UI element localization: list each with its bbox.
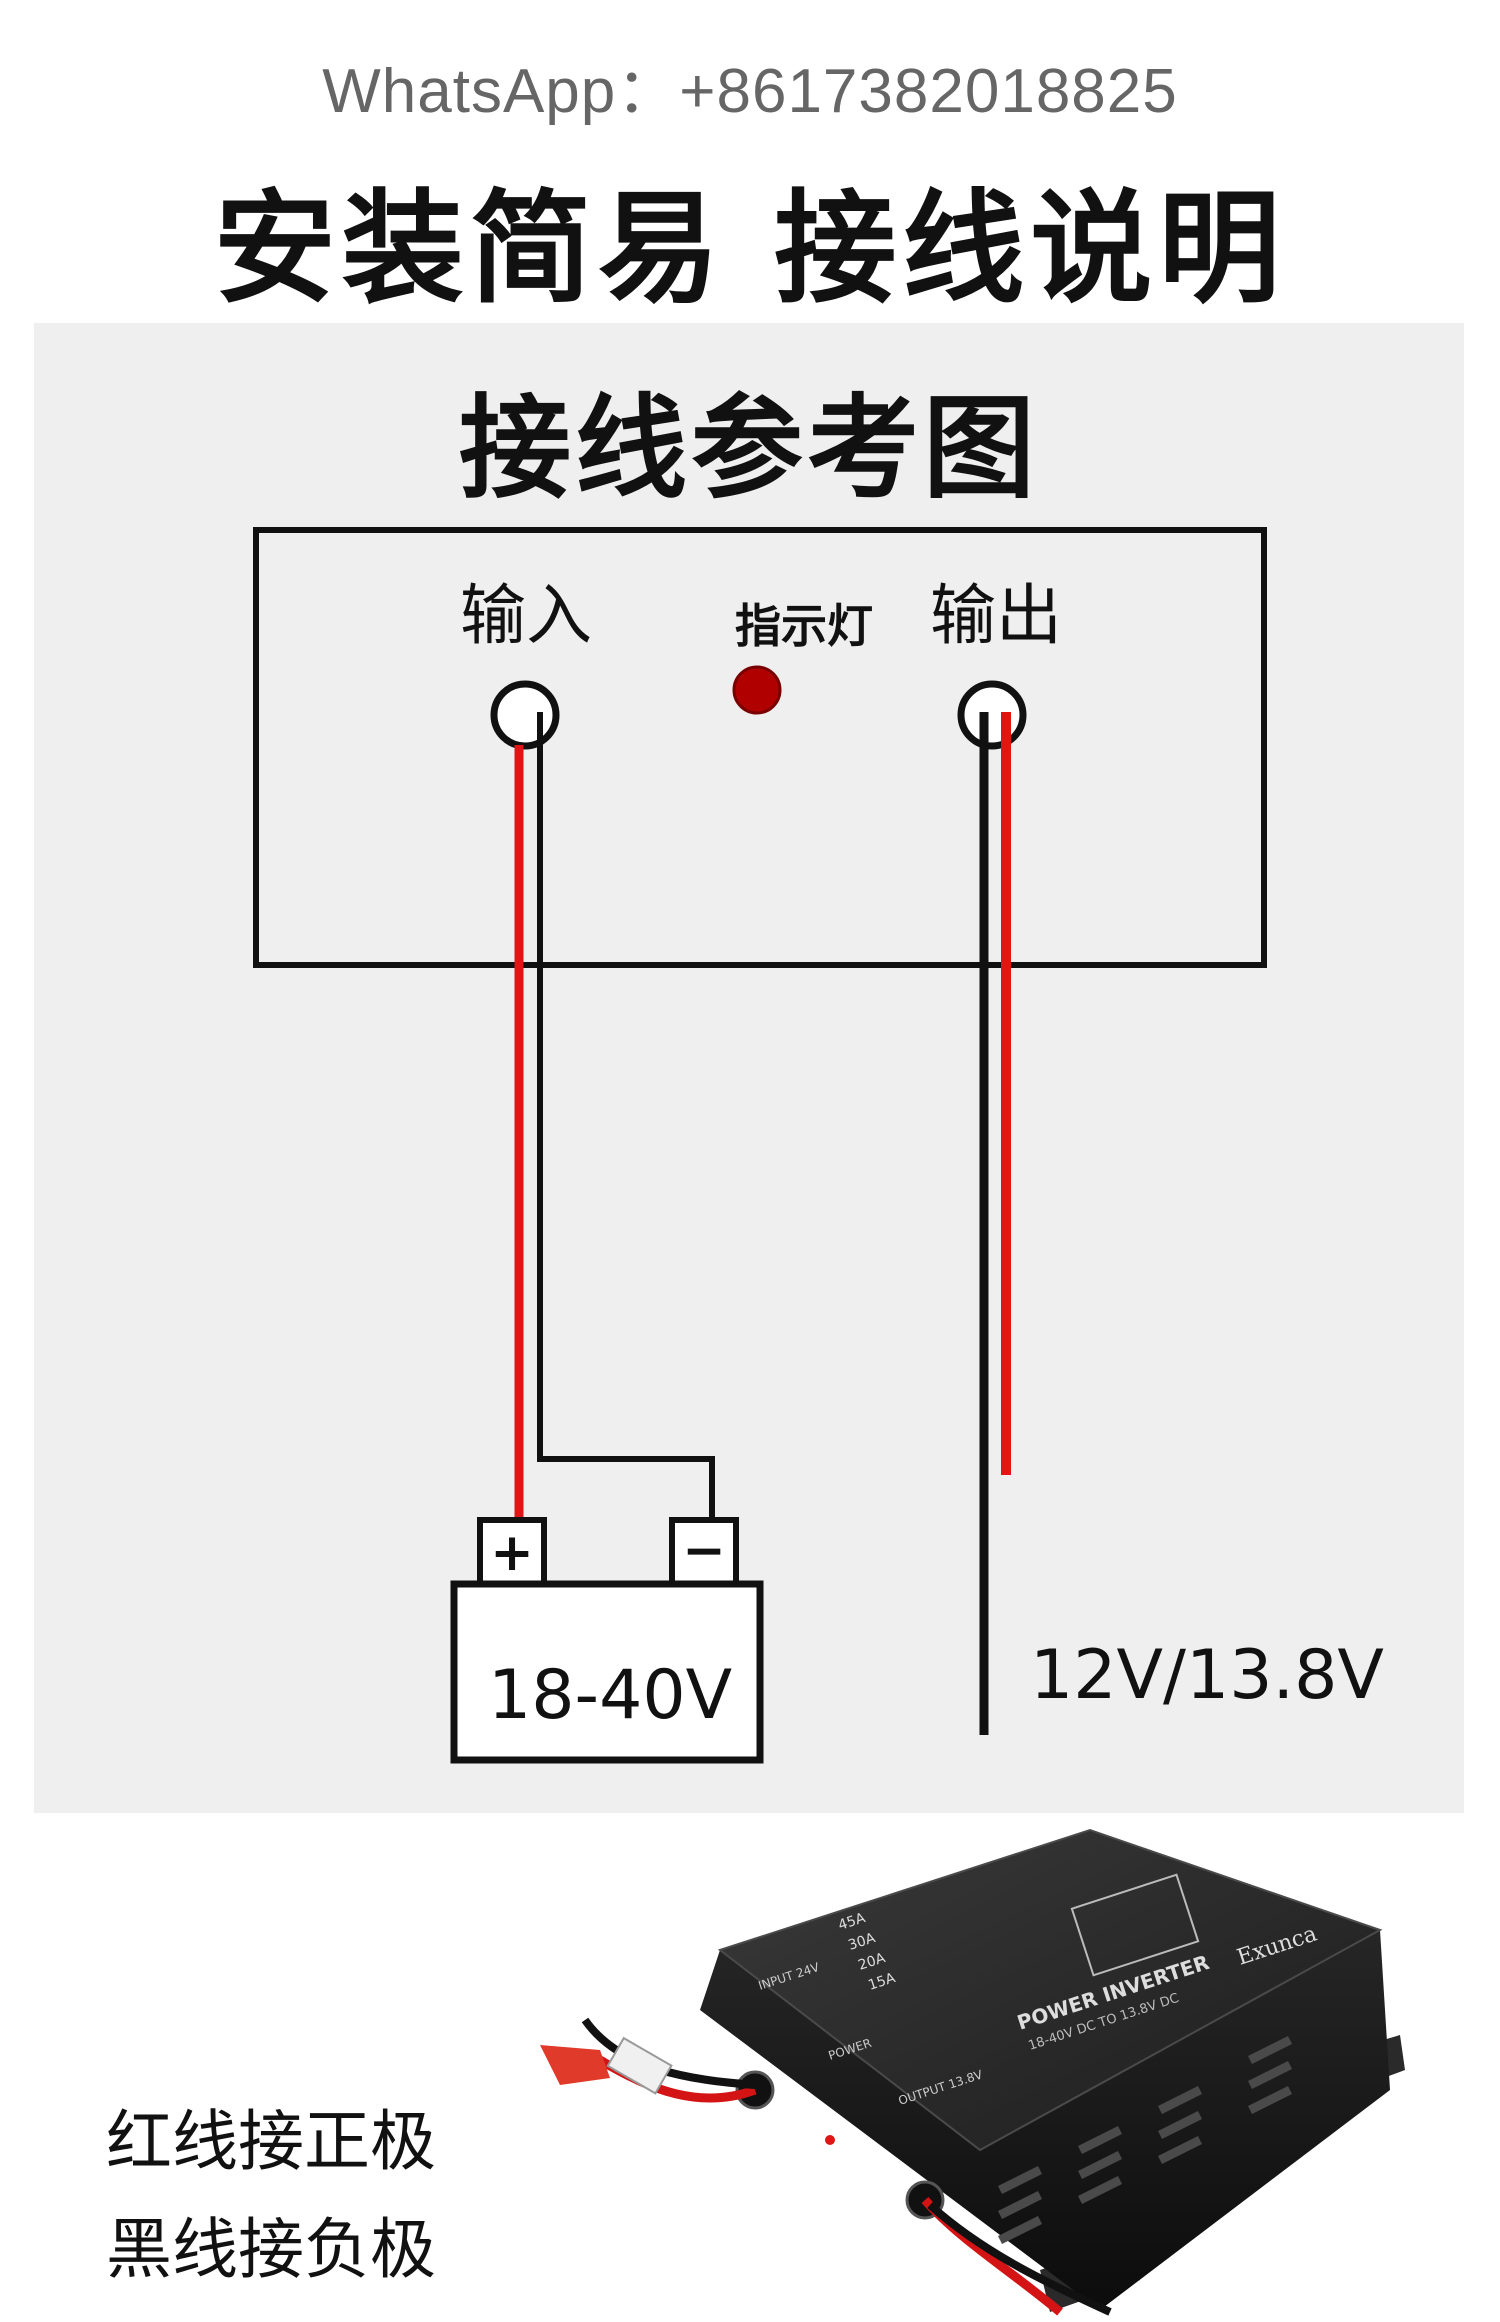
product-printed-schematic: [1070, 1873, 1200, 1977]
indicator-label: 指示灯: [735, 599, 873, 653]
connector-red-clip: [540, 2045, 610, 2085]
indicator-light: [732, 665, 782, 715]
inverter-side: [700, 1930, 1390, 2310]
power-led: [825, 2135, 835, 2145]
inverter-top: [717, 1828, 1383, 2152]
diagram-title: 接线参考图: [459, 384, 1039, 514]
black-wire-note: 黑线接负极: [106, 2211, 436, 2288]
converter-box: [253, 527, 1267, 968]
input-black-wire: [537, 712, 715, 1519]
red-wire-note: 红线接正极: [106, 2103, 436, 2180]
output-label: 输出: [930, 577, 1062, 654]
battery-body: [450, 1580, 764, 1764]
wiring-diagram-panel: 接线参考图: [34, 323, 1464, 1813]
input-label: 输入: [460, 577, 592, 654]
battery-plus-sign: +: [490, 1523, 534, 1583]
output-voltage-label: 12V/13.8V: [1030, 1636, 1384, 1715]
connector-plug: [606, 2036, 673, 2095]
product-black-output-cable: [927, 2202, 1112, 2316]
whatsapp-contact: WhatsApp：+8617382018825: [322, 57, 1178, 126]
cooling-vents: [997, 2035, 1293, 2245]
battery-minus-sign: −: [682, 1521, 726, 1581]
page-headline: 安装简易 接线说明: [213, 178, 1287, 320]
battery-voltage-label: 18-40V: [488, 1656, 733, 1735]
